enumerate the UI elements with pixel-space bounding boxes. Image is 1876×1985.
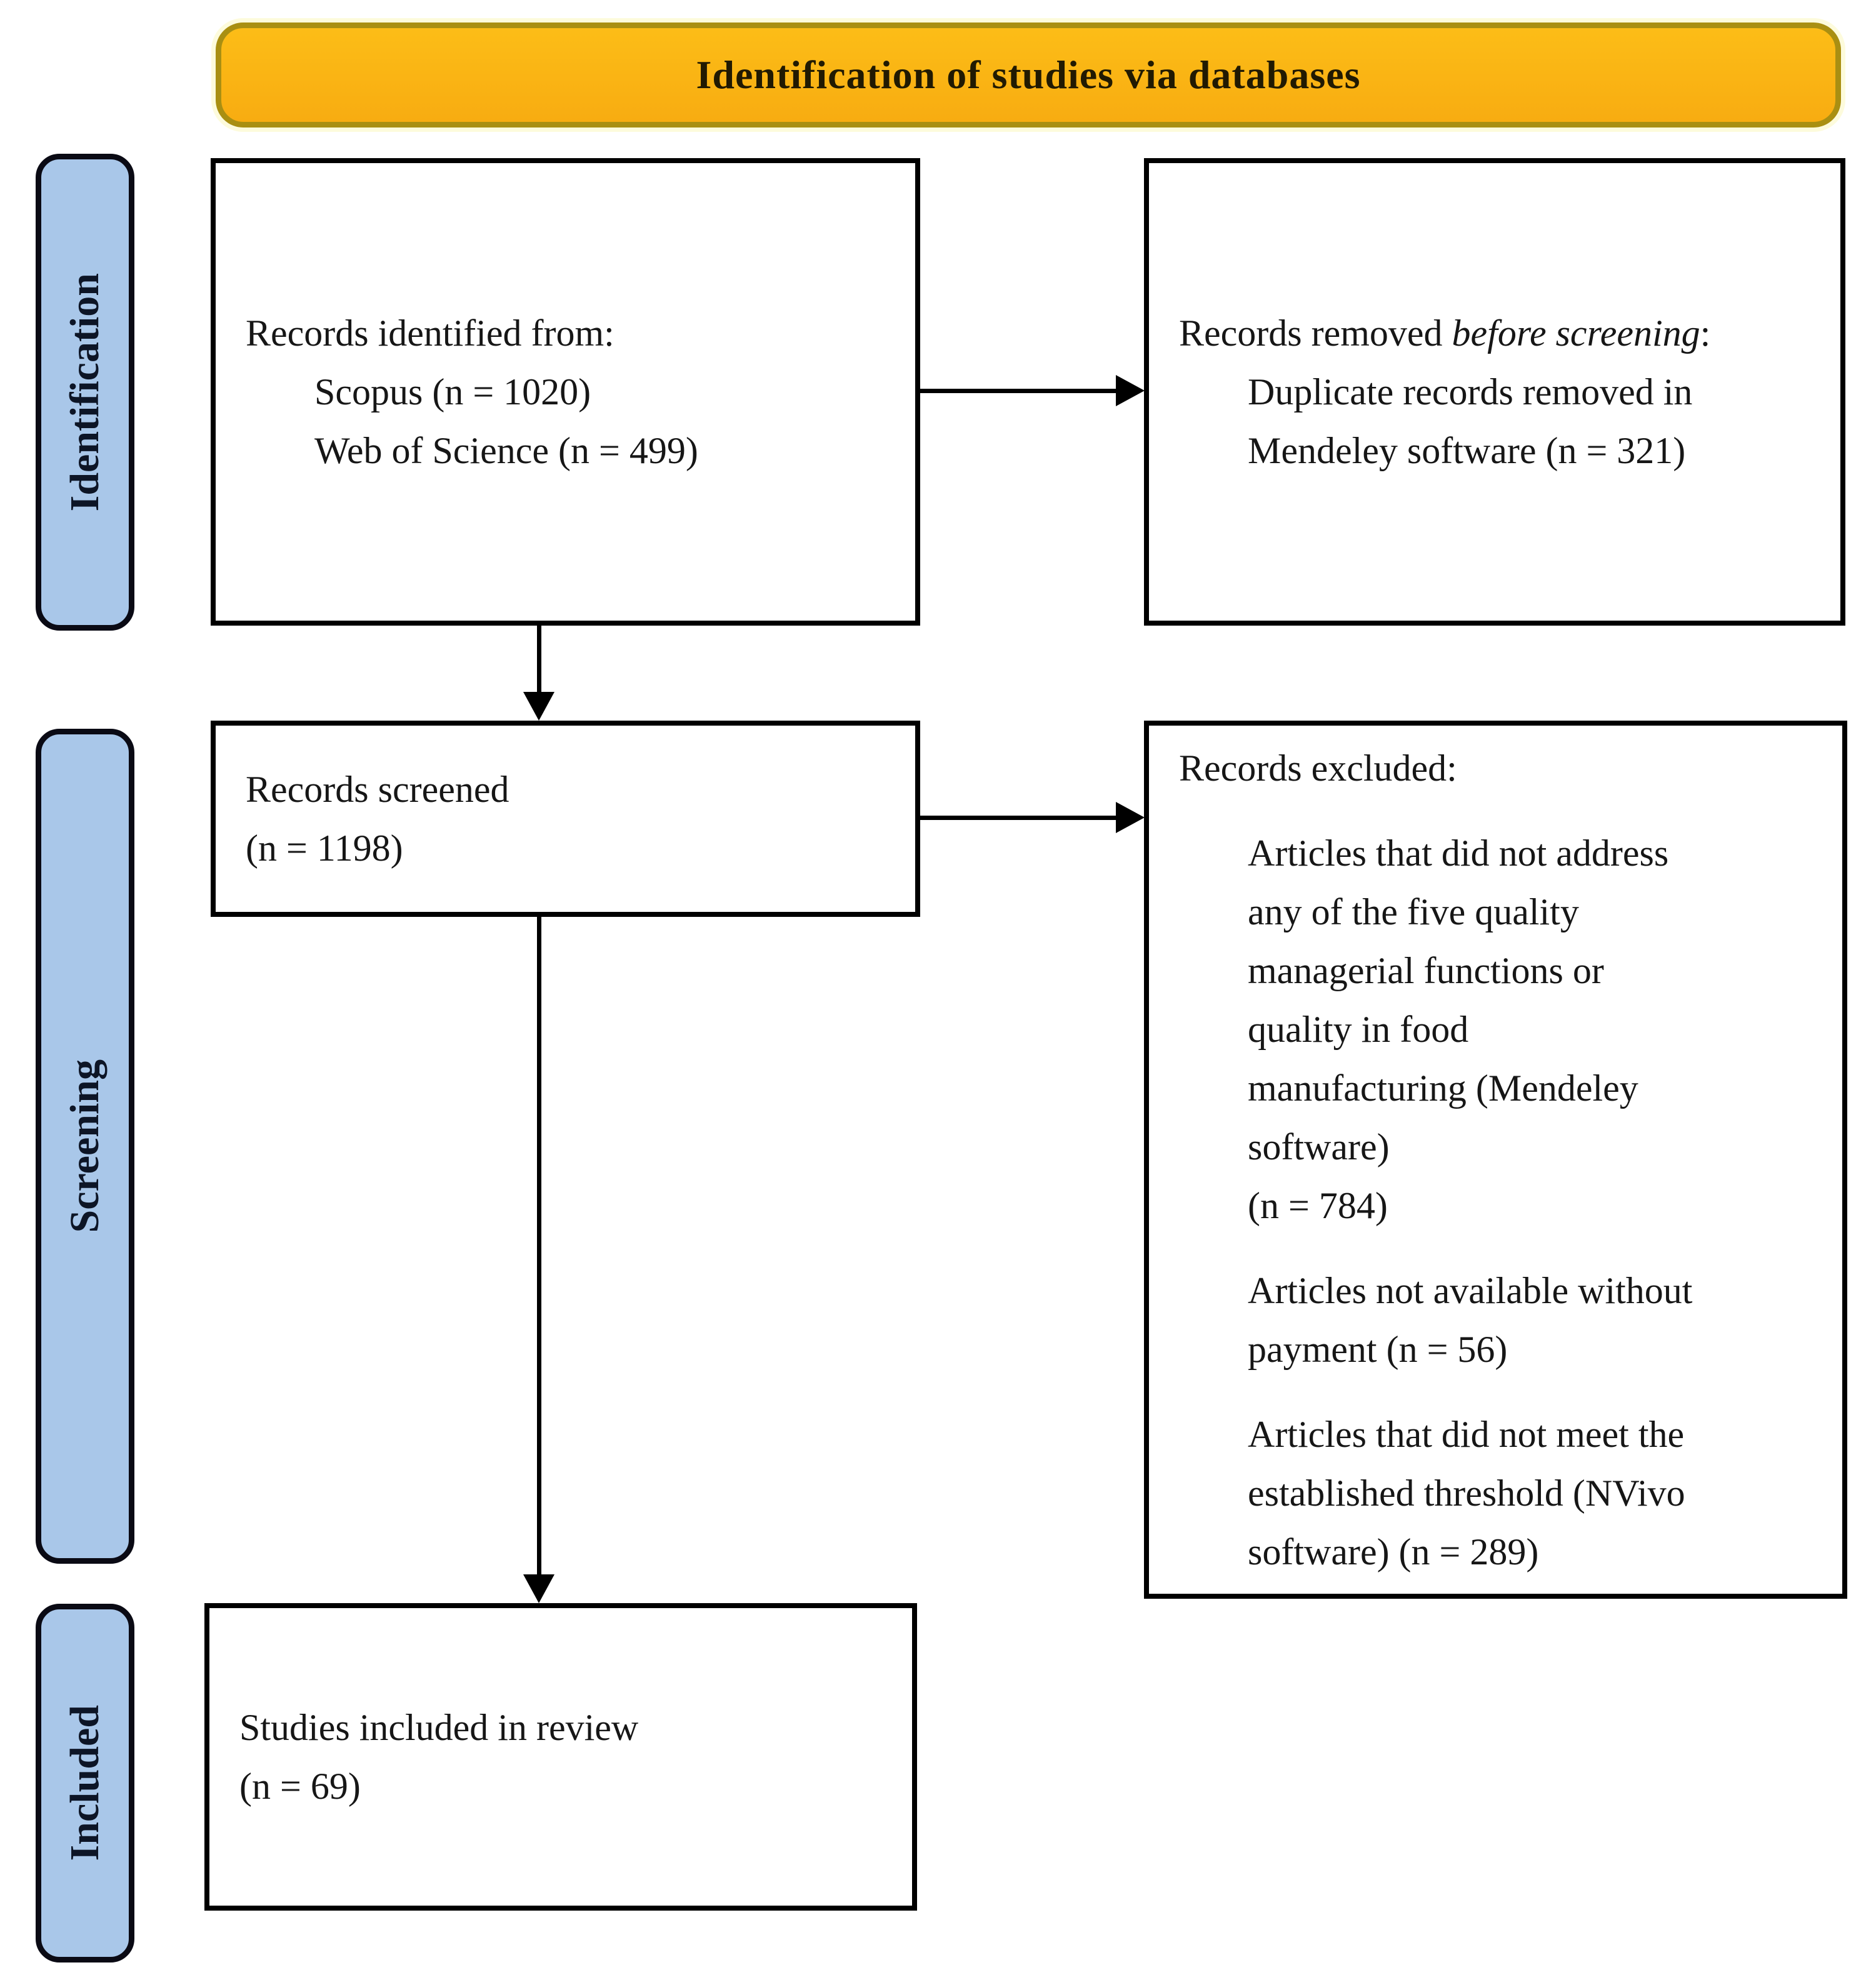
arrow-identified-to-screened-head-icon	[523, 692, 554, 721]
box-line: (n = 1198)	[246, 828, 403, 869]
box-line: Articles that did not meet the	[1248, 1413, 1685, 1455]
box-line: Records screened	[246, 769, 509, 810]
box-line: Mendeley software (n = 321)	[1248, 430, 1686, 471]
box-records-identified: Records identified from: Scopus (n = 102…	[211, 158, 920, 626]
text-segment-italic: before screening	[1452, 312, 1700, 354]
arrow-screened-to-excluded-head-icon	[1116, 802, 1145, 833]
box-line: Scopus (n = 1020)	[314, 371, 591, 412]
stage-included: Included	[36, 1604, 134, 1962]
text-segment: Records removed	[1179, 312, 1452, 354]
box-line: Duplicate records removed in	[1248, 371, 1693, 412]
arrow-identified-to-removed-head-icon	[1116, 375, 1145, 406]
arrow-screened-to-included-head-icon	[523, 1574, 554, 1603]
banner: Identification of studies via databases	[216, 22, 1841, 128]
box-line: established threshold (NVivo	[1248, 1472, 1685, 1514]
box-line: software)	[1248, 1126, 1390, 1168]
box-records-excluded: Records excluded: Articles that did not …	[1144, 721, 1847, 1599]
box-line: Records excluded:	[1179, 747, 1457, 789]
arrow-screened-to-excluded-shaft	[920, 816, 1118, 820]
box-line: Web of Science (n = 499)	[314, 430, 698, 471]
text-segment: :	[1700, 312, 1711, 354]
arrow-identified-to-removed-shaft	[920, 389, 1118, 393]
box-records-removed: Records removed before screening: Duplic…	[1144, 158, 1845, 626]
arrow-screened-to-included-shaft	[537, 917, 541, 1577]
box-line: (n = 69)	[239, 1766, 361, 1807]
box-line: software) (n = 289)	[1248, 1531, 1539, 1572]
box-line: manufacturing (Mendeley	[1248, 1067, 1638, 1109]
box-studies-included: Studies included in review (n = 69)	[204, 1603, 917, 1911]
stage-identification: Identification	[36, 154, 134, 631]
box-line: (n = 784)	[1248, 1184, 1388, 1226]
box-line: Articles that did not address	[1248, 832, 1669, 874]
box-line: Studies included in review	[239, 1707, 639, 1748]
box-records-screened: Records screened (n = 1198)	[211, 721, 920, 917]
arrow-identified-to-screened-shaft	[537, 626, 541, 694]
stage-identification-label: Identification	[62, 272, 108, 512]
box-line: Records removed before screening:	[1149, 304, 1840, 362]
box-line: any of the five quality	[1248, 891, 1579, 932]
banner-title: Identification of studies via databases	[696, 52, 1361, 97]
stage-included-label: Included	[62, 1705, 108, 1861]
box-line: managerial functions or	[1248, 949, 1604, 991]
box-line: payment (n = 56)	[1248, 1328, 1508, 1370]
box-line: Records identified from:	[246, 312, 614, 354]
box-line: Articles not available without	[1248, 1269, 1693, 1311]
stage-screening: Screening	[36, 729, 134, 1564]
box-line: quality in food	[1248, 1008, 1469, 1050]
stage-screening-label: Screening	[62, 1059, 108, 1233]
